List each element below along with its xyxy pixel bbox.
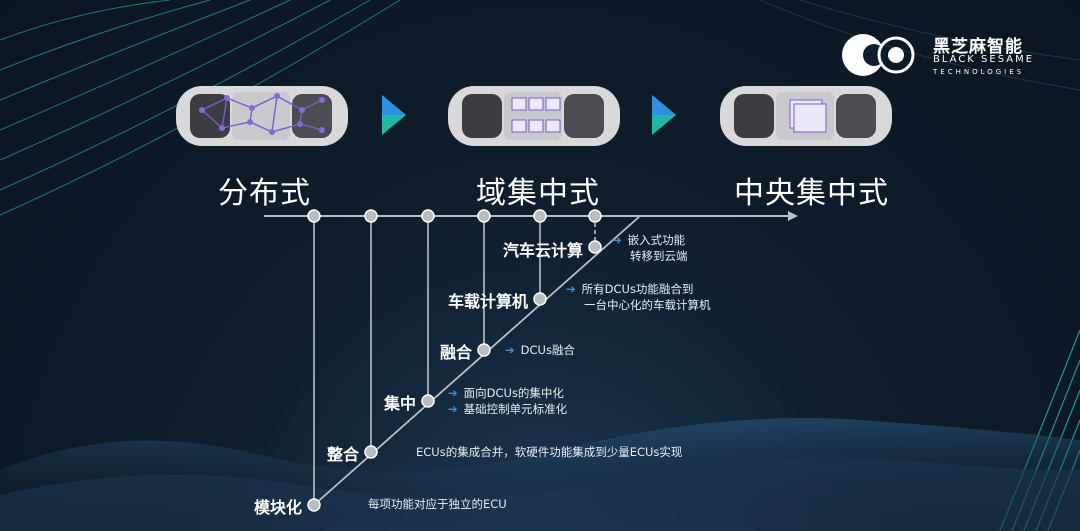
- car-central-image: [720, 86, 892, 146]
- sesame-logo-icon: [842, 34, 915, 76]
- logo-english-subtitle: TECHNOLOGIES: [933, 68, 1025, 76]
- step-desc-cloud-line-2: 转移到云端: [630, 249, 688, 263]
- car-domain-image: [448, 86, 620, 146]
- timeline-node-1: [307, 209, 321, 223]
- step-desc-modular: 每项功能对应于独立的ECU: [368, 496, 507, 512]
- bullet-arrow-icon: ➔: [612, 233, 622, 247]
- step-desc-cloud: ➔ 嵌入式功能 转移到云端: [612, 232, 688, 264]
- timeline-node-3: [421, 209, 435, 223]
- timeline-node-2: [364, 209, 378, 223]
- step-desc-fusion: ➔ DCUs融合: [505, 342, 575, 358]
- timeline-node-4: [477, 209, 491, 223]
- stage-arrow-1-icon: [382, 95, 406, 135]
- step-node-modular: [307, 498, 321, 512]
- bullet-arrow-icon: ➔: [566, 282, 576, 296]
- step-node-centralization: [421, 394, 435, 408]
- step-desc-centralization-line-1: 面向DCUs的集中化: [463, 386, 564, 400]
- step-desc-fusion-line-1: DCUs融合: [520, 343, 575, 357]
- step-node-vehicle-computer: [533, 292, 547, 306]
- logo-english-name: BLACK SESAME: [933, 54, 1035, 65]
- step-desc-vehicle-computer-line-2: 一台中心化的车载计算机: [584, 298, 711, 312]
- step-desc-cloud-line-1: 嵌入式功能: [627, 233, 686, 247]
- step-label-fusion: 融合: [439, 343, 472, 362]
- step-desc-centralization-line-2: 基础控制单元标准化: [463, 402, 568, 416]
- stage-label-central: 中央集中式: [734, 176, 889, 211]
- timeline-node-5: [533, 209, 547, 223]
- step-node-fusion: [477, 343, 491, 357]
- step-label-vehicle-computer: 车载计算机: [447, 292, 528, 311]
- step-desc-vehicle-computer-line-1: 所有DCUs功能融合到: [581, 282, 694, 296]
- company-logo: 黑芝麻智能 BLACK SESAME TECHNOLOGIES: [838, 30, 1038, 80]
- step-label-integration: 整合: [326, 445, 359, 464]
- step-label-cloud: 汽车云计算: [502, 241, 583, 260]
- stage-label-domain: 域集中式: [476, 176, 600, 211]
- step-desc-vehicle-computer: ➔ 所有DCUs功能融合到 一台中心化的车载计算机: [566, 281, 711, 313]
- step-desc-integration-line-1: ECUs的集成合并，软硬件功能集成到少量ECUs实现: [416, 445, 683, 459]
- step-desc-modular-line-1: 每项功能对应于独立的ECU: [368, 497, 507, 511]
- step-node-cloud: [588, 240, 602, 254]
- stage-label-distributed: 分布式: [218, 176, 311, 211]
- timeline-node-6: [588, 209, 602, 223]
- step-label-centralization: 集中: [383, 394, 416, 413]
- step-label-modular: 模块化: [253, 498, 302, 517]
- stage-arrow-2-icon: [652, 95, 676, 135]
- bullet-arrow-icon: ➔: [505, 343, 515, 357]
- step-desc-integration: ECUs的集成合并，软硬件功能集成到少量ECUs实现: [416, 444, 682, 460]
- logo-chinese-name: 黑芝麻智能: [933, 37, 1023, 57]
- bullet-arrow-icon: ➔: [448, 402, 458, 416]
- step-node-integration: [364, 445, 378, 459]
- step-desc-centralization: ➔ 面向DCUs的集中化 ➔ 基础控制单元标准化: [448, 385, 567, 417]
- bullet-arrow-icon: ➔: [448, 386, 458, 400]
- car-distributed-image: [176, 86, 348, 146]
